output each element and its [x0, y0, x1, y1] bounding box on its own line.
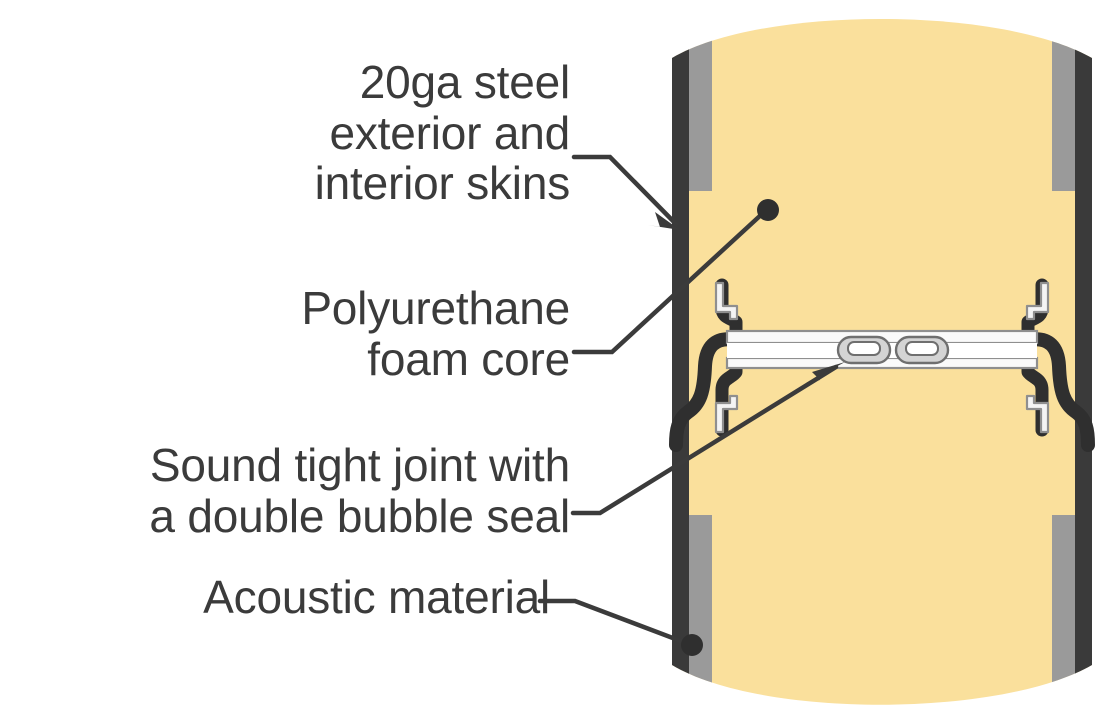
leader-foam-core — [571, 211, 765, 355]
leader-acoustic-material-dot — [681, 634, 703, 656]
callout-steel-skin-label: 20ga steel exterior and interior skins — [314, 56, 571, 210]
acoustic-strip-right-upper — [1052, 40, 1076, 191]
leader-lines — [537, 154, 845, 656]
leader-joint-seal — [570, 364, 839, 516]
acoustic-strip-left-upper — [688, 40, 712, 191]
acoustic-strip-right-lower — [1052, 515, 1076, 685]
acoustic-strip-left-lower — [688, 515, 712, 685]
leader-acoustic-material — [537, 598, 689, 646]
bubble-seal-1 — [836, 335, 892, 365]
bubble-seal-2 — [894, 335, 950, 365]
callout-acoustic-material-label: Acoustic material — [203, 571, 550, 623]
double-bubble-seal — [836, 335, 950, 365]
callout-foam-core-label: Polyurethane foam core — [301, 282, 570, 385]
meeting-stile-joint — [669, 278, 1095, 452]
callout-joint-seal-label: Sound tight joint with a double bubble s… — [149, 439, 570, 542]
leader-foam-core-dot — [757, 199, 779, 221]
steel-skin-right — [1075, 30, 1092, 695]
steel-skin-layer — [672, 30, 1092, 695]
seam-steel-left-outer-swoop — [669, 332, 743, 452]
leader-steel-skin — [571, 154, 679, 227]
seam-flange-right — [1025, 281, 1050, 434]
seam-flange-left — [714, 281, 739, 434]
steel-skin-left — [672, 30, 689, 695]
acoustic-material-layer — [688, 40, 1076, 685]
leader-joint-seal-arrowhead — [806, 362, 845, 383]
leader-steel-skin-arrowhead — [648, 212, 680, 230]
seam-steel-right-outer-swoop — [1021, 332, 1095, 452]
